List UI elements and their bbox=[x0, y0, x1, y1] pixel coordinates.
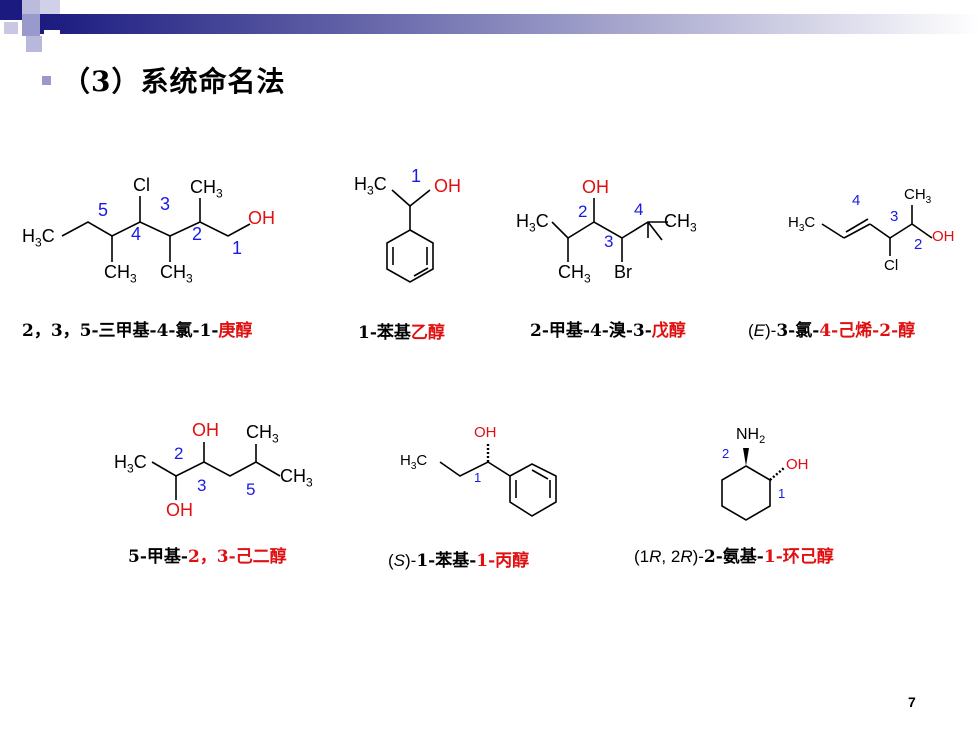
m4-locant-3: 3 bbox=[890, 208, 899, 225]
m4-cl: Cl bbox=[884, 257, 899, 274]
m1-h3c: H3C bbox=[22, 226, 55, 250]
m3-oh: OH bbox=[582, 177, 609, 197]
name-4: (E)-3-氯-4-己烯-2-醇 bbox=[748, 321, 916, 341]
m2-oh: OH bbox=[434, 176, 461, 196]
m5-ch3-right: CH3 bbox=[280, 466, 313, 490]
m7-locant-2: 2 bbox=[722, 446, 730, 461]
m6-h3c: H3C bbox=[400, 452, 428, 472]
m5-locant-3: 3 bbox=[197, 476, 207, 495]
m3-ch3-right: CH3 bbox=[664, 211, 697, 235]
m1-ch3-top: CH3 bbox=[190, 177, 223, 201]
wedge-bond bbox=[743, 448, 749, 466]
bond-lines bbox=[61, 189, 933, 521]
name-6: (S)-1-苯基-1-丙醇 bbox=[388, 551, 530, 571]
m3-locant-3: 3 bbox=[604, 232, 614, 251]
m4-oh: OH bbox=[932, 228, 955, 245]
m7-locant-1: 1 bbox=[778, 486, 786, 501]
m5-oh-bottom: OH bbox=[166, 500, 193, 520]
m3-br: Br bbox=[614, 262, 632, 282]
m6-locant-1: 1 bbox=[474, 470, 482, 485]
m4-h3c: H3C bbox=[788, 214, 816, 234]
m5-ch3-top: CH3 bbox=[246, 422, 279, 446]
m1-locant-2: 2 bbox=[192, 224, 203, 244]
m5-locant-5: 5 bbox=[246, 480, 256, 499]
m1-locant-4: 4 bbox=[131, 224, 142, 244]
m3-locant-4: 4 bbox=[634, 200, 644, 219]
m3-ch3-bottom: CH3 bbox=[558, 262, 591, 286]
m4-locant-2: 2 bbox=[914, 236, 923, 253]
m5-locant-2: 2 bbox=[174, 444, 184, 463]
m6-oh: OH bbox=[474, 424, 497, 441]
header-decoration bbox=[0, 0, 980, 52]
m1-oh: OH bbox=[248, 208, 275, 228]
name-5: 5-甲基-2，3-己二醇 bbox=[128, 547, 287, 567]
bullet-icon bbox=[42, 76, 51, 85]
m1-ch3-bottom-a: CH3 bbox=[104, 262, 137, 286]
m4-locant-4: 4 bbox=[852, 192, 861, 209]
m7-oh: OH bbox=[786, 456, 809, 473]
m7-nh2: NH2 bbox=[736, 426, 766, 447]
m1-locant-3: 3 bbox=[160, 194, 171, 214]
m3-locant-2: 2 bbox=[578, 202, 588, 221]
m1-ch3-bottom-b: CH3 bbox=[160, 262, 193, 286]
name-1: 2，3，5-三甲基-4-氯-1-庚醇 bbox=[22, 321, 253, 341]
m5-h3c: H3C bbox=[114, 452, 147, 476]
m3-h3c: H3C bbox=[516, 211, 549, 235]
m1-locant-5: 5 bbox=[98, 200, 109, 220]
m2-locant-1: 1 bbox=[411, 166, 422, 186]
name-3: 2-甲基-4-溴-3-戊醇 bbox=[530, 321, 686, 341]
m1-cl: Cl bbox=[133, 175, 150, 195]
m1-locant-1: 1 bbox=[232, 238, 243, 258]
name-2: 1-苯基乙醇 bbox=[358, 323, 445, 343]
page-title: （3）系统命名法 bbox=[62, 65, 286, 98]
page-number: 7 bbox=[908, 694, 916, 710]
m5-oh-top: OH bbox=[192, 420, 219, 440]
name-7: (1R, 2R)-2-氨基-1-环己醇 bbox=[634, 547, 834, 567]
m4-ch3: CH3 bbox=[904, 186, 932, 206]
m2-h3c: H3C bbox=[354, 174, 387, 198]
